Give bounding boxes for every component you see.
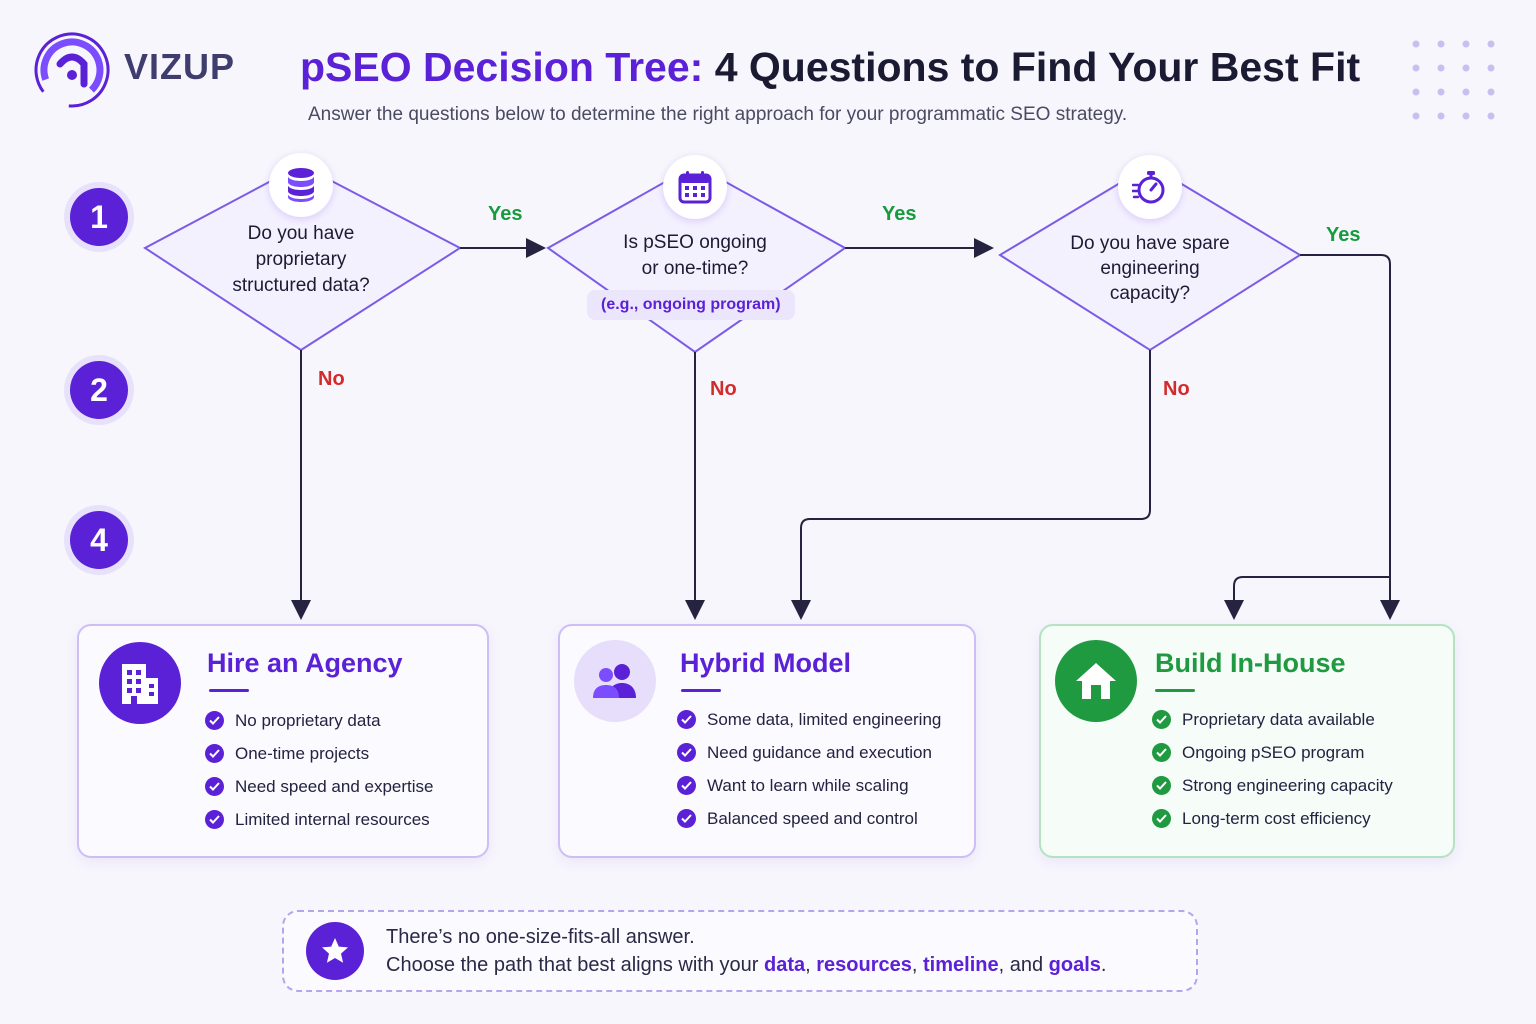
yes-label-2: Yes: [882, 203, 917, 225]
check-icon: [677, 809, 696, 828]
check-icon: [205, 777, 224, 796]
list-item: Balanced speed and control: [677, 802, 941, 835]
check-icon: [205, 711, 224, 730]
question-2-hint: (e.g., ongoing program): [587, 290, 795, 320]
yes-label-1: Yes: [488, 203, 523, 225]
yes-label-3: Yes: [1326, 224, 1361, 246]
check-icon: [1152, 743, 1171, 762]
list-item: Need speed and expertise: [205, 770, 433, 803]
yes-branch-arrow: [1224, 576, 1390, 620]
house-icon: [1055, 640, 1137, 722]
vizup-logo-icon: [34, 32, 110, 108]
outcome-card-inhouse: Build In-House Proprietary data availabl…: [1039, 624, 1455, 858]
stopwatch-icon: [1118, 155, 1182, 219]
title-underline: [209, 689, 249, 692]
outcome-card-agency: Hire an Agency No proprietary data One-t…: [77, 624, 489, 858]
check-icon: [677, 743, 696, 762]
list-item: Some data, limited engineering: [677, 703, 941, 736]
no-arrow-3: [791, 350, 1151, 620]
outcome-title: Hire an Agency: [207, 648, 403, 678]
list-item: Strong engineering capacity: [1152, 769, 1393, 802]
list-item: Ongoing pSEO program: [1152, 736, 1393, 769]
check-icon: [1152, 776, 1171, 795]
outcome-criteria-list: Proprietary data available Ongoing pSEO …: [1152, 703, 1393, 835]
step-circle-4: 4: [70, 511, 128, 569]
question-1-text: Do you have proprietary structured data?: [232, 223, 370, 296]
check-icon: [205, 744, 224, 763]
summary-note: There’s no one-size-fits-all answer. Cho…: [282, 910, 1198, 992]
calendar-icon: [663, 155, 727, 219]
no-label-3: No: [1163, 378, 1190, 400]
title-underline: [681, 689, 721, 692]
building-icon: [99, 642, 181, 724]
outcome-title: Hybrid Model: [680, 648, 852, 678]
step-circle-2: 2: [70, 361, 128, 419]
yes-arrow-3: [1300, 254, 1400, 620]
list-item: Limited internal resources: [205, 803, 433, 836]
outcome-card-hybrid: Hybrid Model Some data, limited engineer…: [558, 624, 976, 858]
check-icon: [1152, 809, 1171, 828]
page-subtitle: Answer the questions below to determine …: [308, 104, 1128, 125]
no-label-2: No: [710, 378, 737, 400]
list-item: Proprietary data available: [1152, 703, 1393, 736]
outcome-title: Build In-House: [1155, 648, 1346, 678]
check-icon: [677, 776, 696, 795]
step-circle-1: 1: [70, 188, 128, 246]
check-icon: [1152, 710, 1171, 729]
list-item: No proprietary data: [205, 704, 433, 737]
list-item: Need guidance and execution: [677, 736, 941, 769]
title-underline: [1155, 689, 1195, 692]
outcome-criteria-list: No proprietary data One-time projects Ne…: [205, 704, 433, 836]
no-label-1: No: [318, 368, 345, 390]
decorative-dots: [1412, 40, 1495, 120]
question-2-text: Is pSEO ongoing or one-time?: [623, 232, 767, 279]
check-icon: [677, 710, 696, 729]
star-icon: [306, 922, 364, 980]
users-icon: [574, 640, 656, 722]
page-title: pSEO Decision Tree: 4 Questions to Find …: [300, 44, 1361, 90]
outcome-criteria-list: Some data, limited engineering Need guid…: [677, 703, 941, 835]
list-item: One-time projects: [205, 737, 433, 770]
question-3-text: Do you have spare engineering capacity?: [1070, 233, 1230, 304]
note-line-2: Choose the path that best aligns with yo…: [386, 954, 1107, 976]
database-icon: [269, 153, 333, 217]
list-item: Long-term cost efficiency: [1152, 802, 1393, 835]
check-icon: [205, 810, 224, 829]
list-item: Want to learn while scaling: [677, 769, 941, 802]
note-line-1: There’s no one-size-fits-all answer.: [386, 926, 695, 948]
brand-name: VIZUP: [124, 46, 236, 87]
